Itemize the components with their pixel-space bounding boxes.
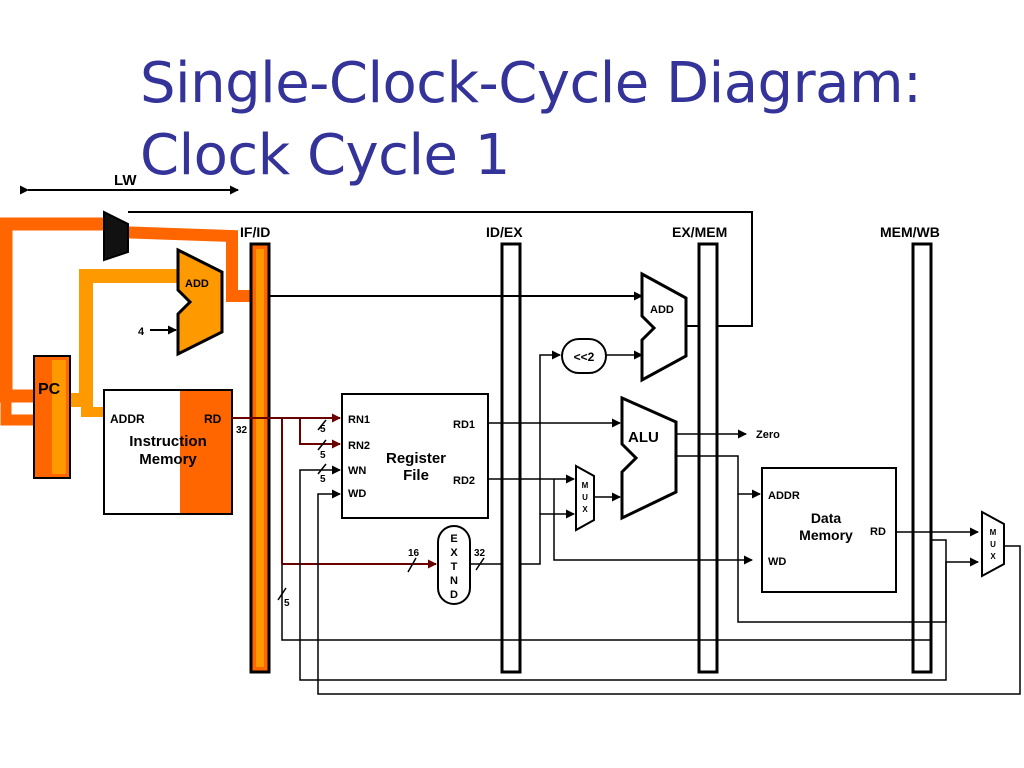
extend-out-width: 32 bbox=[474, 548, 486, 559]
dest-register-wire bbox=[281, 564, 930, 641]
id-ex-register bbox=[500, 242, 522, 674]
rn2-bus-width: 5 bbox=[320, 450, 326, 461]
dmem-rd-port: RD bbox=[870, 526, 886, 538]
wn-bus-width: 5 bbox=[320, 474, 326, 485]
write-data-wire bbox=[317, 489, 1021, 695]
ex-mem-label: EX/MEM bbox=[672, 224, 727, 240]
title-line-1: Single-Clock-Cycle Diagram: bbox=[140, 51, 922, 116]
regfile-rd2-port: RD2 bbox=[453, 475, 475, 487]
write-register-wire bbox=[299, 465, 947, 681]
dmem-addr-port: ADDR bbox=[768, 490, 800, 502]
alu-mux-m: M bbox=[582, 481, 589, 490]
imem-name-2: Memory bbox=[139, 451, 197, 468]
title-line-2: Clock Cycle 1 bbox=[140, 123, 510, 188]
wb-mux-x: X bbox=[990, 552, 996, 561]
pc-label: PC bbox=[38, 381, 61, 398]
pc-adder bbox=[176, 247, 224, 357]
rn1-bus-width: 5 bbox=[320, 424, 326, 435]
alu-src-mux bbox=[575, 464, 595, 532]
branch-adder-label: ADD bbox=[650, 304, 674, 316]
branch-target-wire bbox=[128, 211, 753, 327]
regfile-rd1-port: RD1 bbox=[453, 419, 475, 431]
constant-four: 4 bbox=[138, 326, 145, 338]
branch-adder bbox=[640, 271, 688, 383]
extend-letter-t: T bbox=[451, 561, 458, 573]
extend-letter-x: X bbox=[450, 547, 458, 559]
pc-source-mux bbox=[103, 210, 129, 262]
shift-left-label: <<2 bbox=[574, 350, 595, 364]
regfile-name-2: File bbox=[403, 467, 429, 484]
regfile-name-1: Register bbox=[386, 450, 446, 467]
sign-extend-unit bbox=[437, 525, 471, 605]
zero-flag-label: Zero bbox=[756, 429, 780, 441]
alu bbox=[620, 395, 678, 521]
alu-label: ALU bbox=[628, 429, 659, 446]
slide-title: Single-Clock-Cycle Diagram: Clock Cycle … bbox=[140, 48, 922, 192]
mem-wb-label: MEM/WB bbox=[880, 224, 940, 240]
regfile-rn1-port: RN1 bbox=[348, 414, 370, 426]
shift-left-two bbox=[561, 338, 607, 374]
ex-mem-register bbox=[697, 242, 719, 674]
wb-register-width: 5 bbox=[284, 598, 290, 609]
mem-to-reg-mux bbox=[981, 510, 1005, 578]
imem-addr-port: ADDR bbox=[110, 412, 145, 426]
pipeline-registers bbox=[249, 242, 933, 674]
regfile-wd-port: WD bbox=[348, 488, 366, 500]
data-memory bbox=[761, 467, 897, 593]
if-id-label: IF/ID bbox=[240, 224, 270, 240]
extend-letter-e: E bbox=[450, 533, 457, 545]
register-file bbox=[341, 393, 489, 519]
pc-adder-label: ADD bbox=[185, 278, 209, 290]
dmem-name-2: Memory bbox=[799, 527, 853, 543]
extend-letter-n: N bbox=[450, 575, 458, 587]
wb-mux-u: U bbox=[990, 540, 996, 549]
imem-rd-port: RD bbox=[204, 412, 222, 426]
imem-name-1: Instruction bbox=[129, 433, 207, 450]
regfile-wn-port: WN bbox=[348, 465, 366, 477]
extend-letter-d: D bbox=[450, 589, 458, 601]
alu-mux-u: U bbox=[582, 493, 588, 502]
active-fetch-paths bbox=[0, 217, 252, 426]
regfile-rn2-port: RN2 bbox=[348, 440, 370, 452]
ex-stage-wires bbox=[488, 350, 979, 623]
dmem-wd-port: WD bbox=[768, 556, 786, 568]
wb-mux-m: M bbox=[990, 528, 997, 537]
rd-bus-width: 32 bbox=[236, 425, 248, 436]
mem-wb-register bbox=[911, 242, 933, 674]
alu-mux-x: X bbox=[582, 505, 588, 514]
instruction-bus bbox=[232, 413, 437, 569]
id-ex-label: ID/EX bbox=[486, 224, 523, 240]
extend-in-width: 16 bbox=[408, 548, 420, 559]
instruction-label: LW bbox=[114, 172, 137, 189]
dmem-name-1: Data bbox=[811, 510, 842, 526]
